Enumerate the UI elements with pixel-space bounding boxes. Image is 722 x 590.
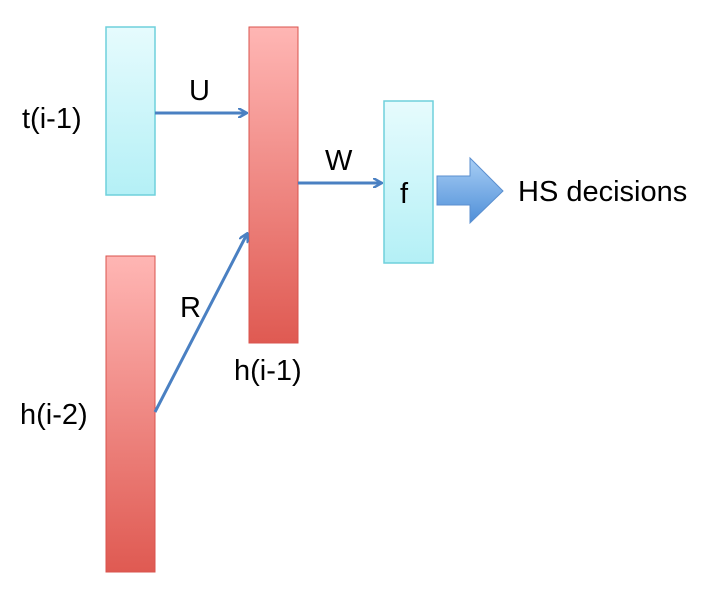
t-prev-box	[105, 26, 156, 196]
h-prev2-box	[105, 255, 156, 573]
edge-u-label: U	[189, 75, 210, 107]
h-prev-box	[248, 26, 299, 344]
output-label: HS decisions	[518, 176, 687, 208]
edge-r-label: R	[180, 292, 201, 324]
f-box	[383, 100, 434, 264]
output-arrow	[436, 156, 504, 225]
edge-w-label: W	[325, 145, 353, 177]
h-prev-label: h(i-1)	[234, 355, 302, 387]
t-prev-label: t(i-1)	[22, 103, 82, 135]
edge-r-arrow	[153, 234, 247, 413]
f-label: f	[400, 178, 409, 210]
h-prev2-label: h(i-2)	[20, 399, 88, 431]
